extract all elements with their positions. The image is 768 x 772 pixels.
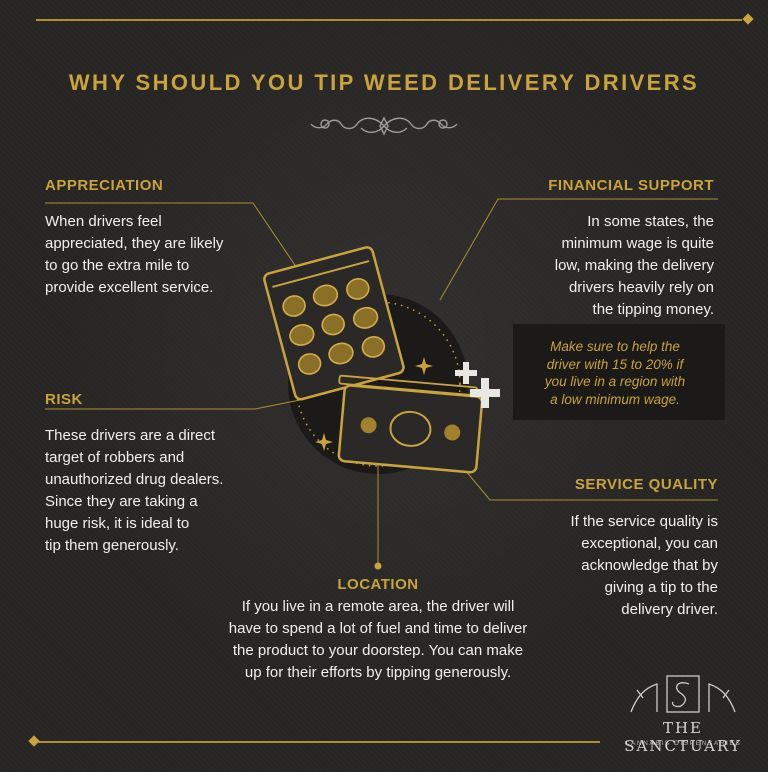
- text-line: minimum wage is quite: [561, 235, 714, 252]
- bottom-rule: [36, 741, 600, 743]
- text-line: provide excellent service.: [45, 279, 214, 296]
- text-line: drivers heavily rely on: [568, 279, 714, 296]
- text-line: low, making the delivery: [554, 257, 714, 274]
- service-quality-text: If the service quality is exceptional, y…: [570, 511, 718, 621]
- text-line: up for their efforts by tipping generous…: [244, 664, 512, 681]
- risk-text: These drivers are a direct target of rob…: [45, 425, 223, 557]
- location-dot: [374, 562, 382, 570]
- text-line: These drivers are a direct: [45, 427, 216, 444]
- logo-tagline: CANNABIS DISPENSARIES: [624, 740, 742, 747]
- text-line: When drivers feel: [45, 213, 162, 230]
- text-line: the tipping money.: [592, 301, 714, 318]
- connector-service: [464, 469, 718, 501]
- text-line: appreciated, they are likely: [45, 235, 224, 252]
- sparkle-icon: [315, 357, 433, 451]
- sanctuary-logo-icon: [630, 675, 736, 713]
- connector-risk: [45, 399, 301, 410]
- text-line: Since they are taking a: [45, 493, 198, 510]
- connector-appreciation: [45, 202, 306, 281]
- page-title: WHY SHOULD YOU TIP WEED DELIVERY DRIVERS: [68, 70, 700, 95]
- location-heading: LOCATION: [337, 576, 419, 593]
- cash-bill-icon: [337, 374, 484, 474]
- plus-sparkle-icon: [455, 362, 500, 408]
- text-line: tip them generously.: [45, 537, 179, 554]
- text-line: giving a tip to the: [604, 579, 718, 596]
- text-line: have to spend a lot of fuel and time to …: [228, 620, 528, 637]
- text-line: delivery driver.: [621, 601, 718, 618]
- service-quality-heading: SERVICE QUALITY: [574, 476, 718, 493]
- tip-callout-box: [513, 324, 725, 420]
- text-line: If you live in a remote area, the driver…: [241, 598, 515, 615]
- bud-bag-icon: [263, 246, 405, 401]
- financial-support-heading: FINANCIAL SUPPORT: [548, 177, 714, 194]
- tip-callout-text: Make sure to help the driver with 15 to …: [522, 338, 708, 408]
- text-line: huge risk, it is ideal to: [45, 515, 190, 532]
- callout-line: you live in a region with: [544, 374, 686, 389]
- callout-line: driver with 15 to 20% if: [546, 356, 684, 372]
- appreciation-heading: APPRECIATION: [45, 177, 164, 194]
- financial-support-text: In some states, the minimum wage is quit…: [555, 211, 714, 321]
- callout-line: a low minimum wage.: [550, 391, 680, 407]
- connector-financial: [439, 198, 718, 301]
- text-line: exceptional, you can: [581, 535, 718, 552]
- location-text: If you live in a remote area, the driver…: [150, 596, 606, 684]
- text-line: to go the extra mile to: [45, 257, 190, 274]
- logo-name: THE SANCTUARY: [624, 719, 742, 755]
- appreciation-text: When drivers feel appreciated, they are …: [45, 211, 223, 299]
- text-line: If the service quality is: [570, 513, 718, 530]
- text-line: acknowledge that by: [581, 557, 718, 574]
- callout-line: Make sure to help the: [550, 339, 680, 354]
- ornament-divider-icon: [310, 116, 458, 136]
- dotted-ring: [295, 301, 461, 467]
- text-line: the product to your doorstep. You can ma…: [232, 642, 524, 659]
- risk-heading: RISK: [45, 391, 83, 408]
- text-line: unauthorized drug dealers.: [45, 471, 224, 488]
- text-line: target of robbers and: [45, 449, 185, 466]
- top-rule: [36, 19, 742, 21]
- text-line: In some states, the: [587, 213, 714, 230]
